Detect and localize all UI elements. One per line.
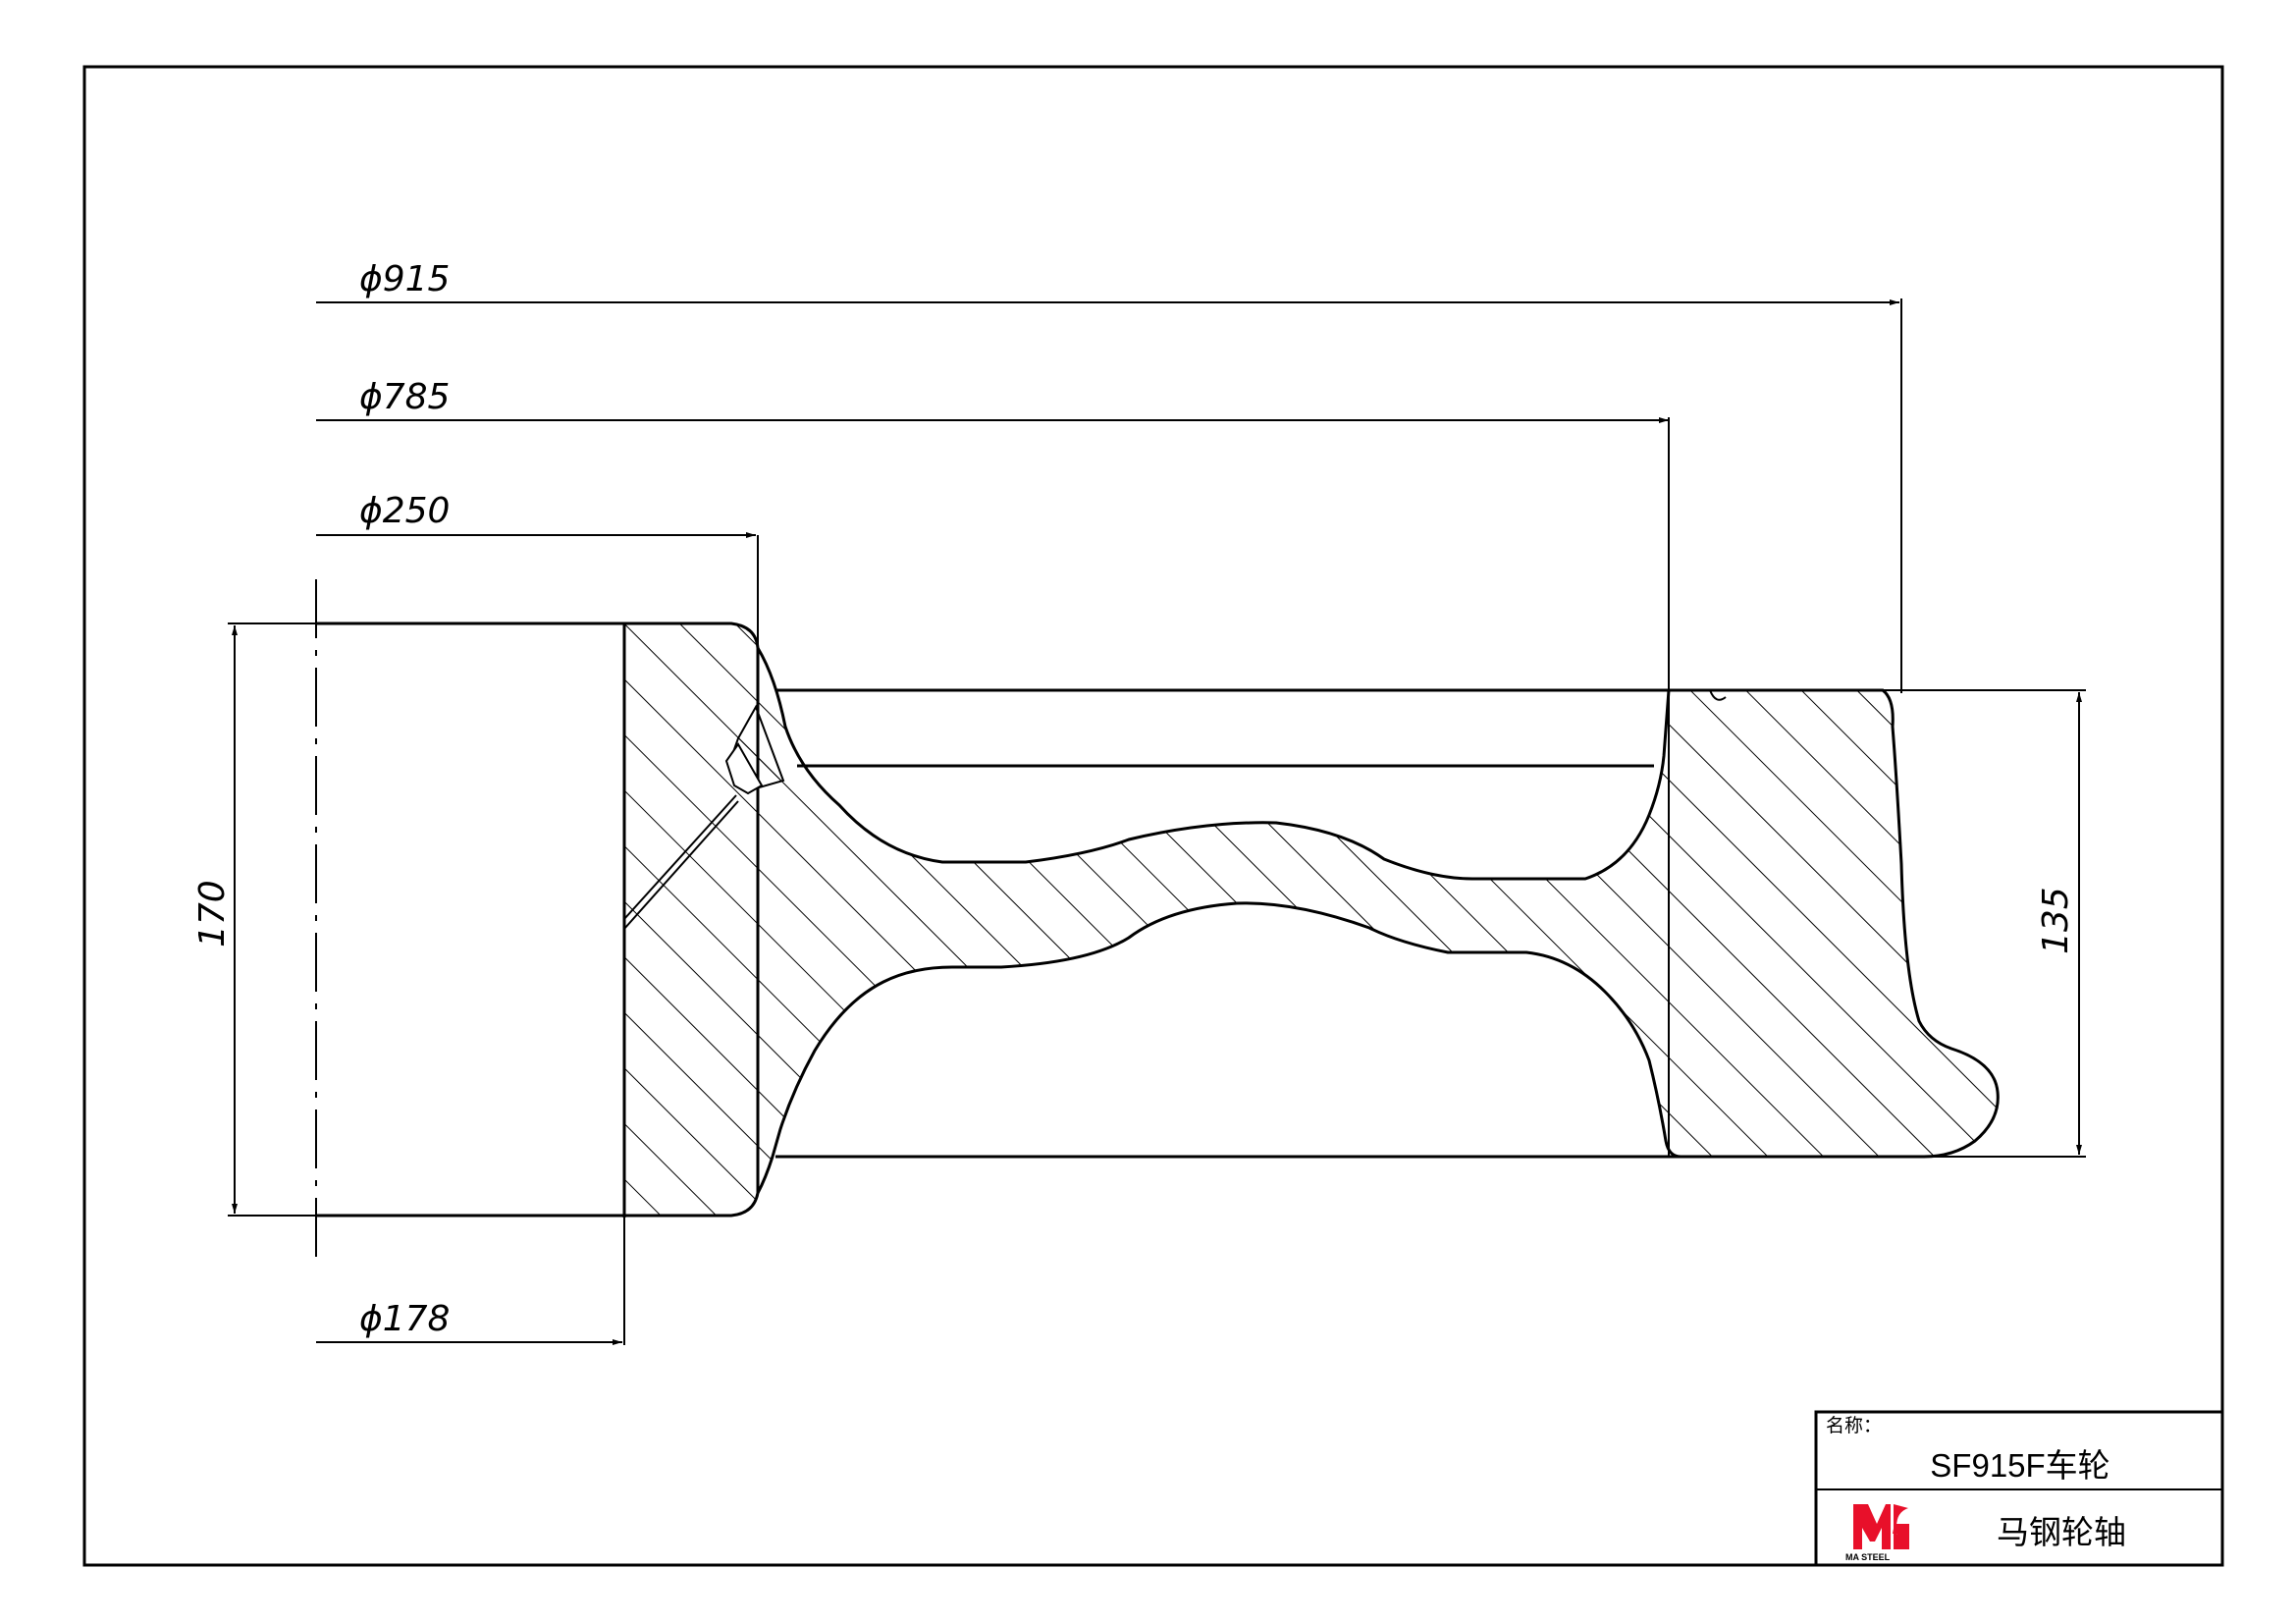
bore-outline [316,622,626,1217]
dim-915-label: ϕ915 [359,259,450,299]
dim-170: 170 [192,622,316,1217]
dim-250-label: ϕ250 [359,491,450,531]
dim-178-label: ϕ178 [359,1299,450,1339]
drawing-frame [82,65,2224,1567]
dim-135-label: 135 [2036,887,2076,954]
name-label: 名称： [1826,1415,1882,1436]
profile-lines [775,688,1681,1159]
dim-915: ϕ915 [316,259,1902,693]
dim-178: ϕ178 [316,1217,625,1345]
oil-groove [623,704,785,930]
part-name: SF915F车轮 [1930,1447,2109,1484]
ma-steel-logo: MA STEEL [1845,1504,1909,1562]
dim-785: ϕ785 [316,377,1669,423]
rim-notch [1709,689,1727,701]
dim-170-label: 170 [192,880,233,947]
hub-section [622,622,760,1217]
dim-250: ϕ250 [316,491,756,538]
web-rim-section [756,642,2000,1194]
dim-135: 135 [1883,689,2086,1158]
logo-text: MA STEEL [1845,1552,1891,1562]
title-block: 名称： SF915F车轮 MA STEEL 马钢轮轴 [1814,1410,2224,1567]
dim-785-label: ϕ785 [359,377,450,417]
company-name: 马钢轮轴 [1997,1513,2126,1551]
